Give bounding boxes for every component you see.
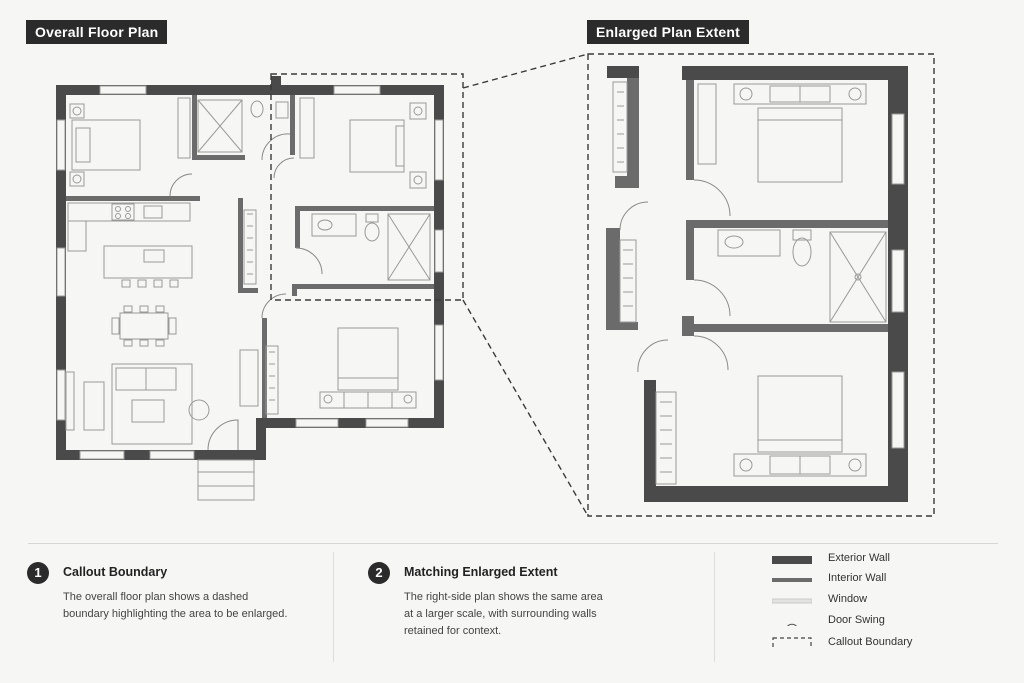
overall-entry-steps	[197, 459, 255, 501]
callout-boundary-symbol	[772, 637, 812, 649]
legend-door-swing: Door Swing	[772, 612, 992, 632]
section-divider	[28, 543, 998, 544]
legend-callout-boundary: Callout Boundary	[772, 634, 992, 654]
note-2-line: retained for context.	[404, 625, 502, 637]
window-symbol	[772, 598, 812, 604]
note-1-line: The overall floor plan shows a dashed	[63, 591, 249, 603]
overall-closets	[243, 209, 279, 415]
enlarged-closets	[612, 81, 717, 485]
overall-plan-title: Overall Floor Plan	[26, 20, 168, 44]
note-2-badge: 2	[368, 562, 390, 584]
overall-bedroom-2	[299, 97, 427, 189]
note-2-body: The right-side plan shows the same area …	[404, 589, 603, 640]
exterior-wall-symbol	[772, 556, 812, 564]
enlarged-bath	[717, 229, 887, 323]
enlarged-door-swings	[619, 179, 731, 373]
enlarged-floor-plan	[587, 53, 935, 517]
note-2-line: The right-side plan shows the same area	[404, 591, 603, 603]
legend-label: Callout Boundary	[828, 636, 913, 648]
notes-divider-1	[333, 552, 334, 662]
enlarged-plan-title: Enlarged Plan Extent	[587, 20, 750, 44]
notes-divider-2	[714, 552, 715, 662]
interior-wall-symbol	[772, 578, 812, 582]
enlarged-interior-walls	[606, 78, 888, 336]
legend-label: Interior Wall	[828, 572, 887, 584]
legend-window: Window	[772, 591, 992, 611]
note-1-line: boundary highlighting the area to be enl…	[63, 608, 288, 620]
enlarged-bedroom-bottom	[733, 375, 867, 477]
note-2-line: at a larger scale, with surrounding wall…	[404, 608, 597, 620]
callout-connector-lines	[462, 53, 589, 517]
enlarged-callout-boundary	[587, 53, 935, 517]
overall-exterior-walls	[56, 76, 444, 460]
enlarged-bedroom-top	[733, 83, 867, 183]
overall-callout-boundary	[270, 73, 464, 301]
floor-plan-drawings	[56, 53, 935, 517]
note-2-title: Matching Enlarged Extent	[404, 565, 558, 579]
overall-bath-top	[197, 99, 289, 153]
overall-bedroom-1	[69, 97, 191, 187]
door-swing-icon	[786, 623, 798, 626]
overall-floor-plan	[56, 73, 464, 501]
overall-door-swings	[169, 133, 323, 451]
legend-label: Door Swing	[828, 614, 885, 626]
overall-kitchen-living	[65, 202, 259, 445]
overall-bath-middle	[311, 213, 431, 281]
note-1-body: The overall floor plan shows a dashed bo…	[63, 589, 287, 623]
overall-windows	[56, 85, 444, 460]
legend-interior-wall: Interior Wall	[772, 570, 992, 590]
enlarged-windows	[891, 113, 905, 449]
legend-exterior-wall: Exterior Wall	[772, 550, 992, 570]
legend-label: Exterior Wall	[828, 552, 890, 564]
legend-label: Window	[828, 593, 868, 605]
note-1-title: Callout Boundary	[63, 565, 168, 579]
overall-interior-walls	[66, 95, 434, 418]
overall-bedroom-3	[319, 327, 417, 409]
note-1-badge: 1	[27, 562, 49, 584]
